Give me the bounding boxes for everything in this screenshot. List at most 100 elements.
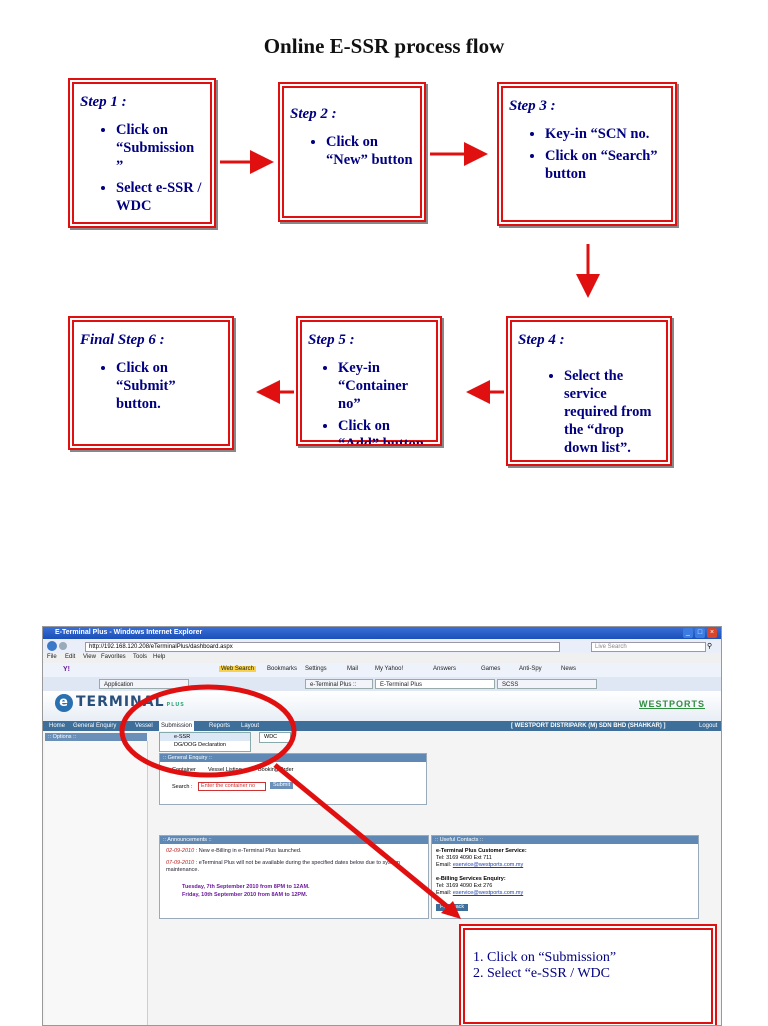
announcements-panel: :: Announcements :: 02-09-2010 : New e-B… <box>159 835 429 919</box>
address-bar: http://192.168.120.208/eTerminalPlus/das… <box>43 639 721 653</box>
main-nav: Home General Enquiry Vessel Submission R… <box>43 721 721 731</box>
step-4-label: Step 4 : <box>518 332 565 348</box>
nav-general-enquiry[interactable]: General Enquiry <box>73 723 117 729</box>
step-5-label: Step 5 : <box>308 332 355 348</box>
menu-view[interactable]: View <box>83 654 96 660</box>
submenu-essr[interactable]: e-SSR <box>160 733 250 741</box>
page-title: Online E-SSR process flow <box>263 34 505 58</box>
enq-tab-booking-order[interactable]: Booking Order <box>258 767 294 773</box>
announcement-1-date: 02-09-2010 <box>166 848 195 854</box>
nav-submission[interactable]: Submission <box>159 721 195 731</box>
minimize-icon[interactable]: _ <box>683 628 693 638</box>
contact-2-email-label: Email: <box>436 890 452 896</box>
maximize-icon[interactable]: □ <box>695 628 705 638</box>
wdc-flyout[interactable]: WDC <box>259 732 291 743</box>
highlight-ellipse <box>119 684 297 778</box>
step-3-label: Step 3 : <box>509 98 556 114</box>
menu-edit[interactable]: Edit <box>65 654 76 660</box>
close-icon[interactable]: × <box>707 628 717 638</box>
step-1-label: Step 1 : <box>80 94 127 110</box>
toolbar-settings[interactable]: Settings <box>305 666 327 672</box>
nav-reports[interactable]: Reports <box>209 723 231 729</box>
contact-2-email: Email: eservice@westports.com.my <box>436 890 523 897</box>
toolbar-myyahoo[interactable]: My Yahoo! <box>375 666 404 672</box>
maintenance-item-2: Friday, 10th September 2010 from 8AM to … <box>182 892 308 898</box>
nav-layout[interactable]: Layout <box>241 723 260 729</box>
search-label: Search : <box>172 784 193 790</box>
westports-logo: WESTPORTS <box>638 699 705 709</box>
toolbar-bookmarks[interactable]: Bookmarks <box>267 666 298 672</box>
note-line-1: 1. Click on “Submission” <box>473 950 617 965</box>
web-search-button[interactable]: Web Search <box>219 666 256 672</box>
step-5-bullet-2: Click on “Add” button <box>338 417 430 444</box>
toolbar-mail[interactable]: Mail <box>347 666 359 672</box>
contact-1-email-link[interactable]: eservice@westports.com.my <box>452 862 524 868</box>
container-input[interactable]: Enter the container no <box>198 782 266 791</box>
company-name: [ WESTPORT DISTRIPARK (M) SDN BHD (SHAHK… <box>511 723 666 729</box>
menu-bar: File Edit View Favorites Tools Help <box>43 653 721 663</box>
forward-icon[interactable] <box>59 642 67 650</box>
enq-tab-container[interactable]: Container <box>172 767 196 773</box>
submenu-dgoog[interactable]: DG/OOG Declaration <box>174 742 226 748</box>
step-1-bullet-2: Select e-SSR / WDC <box>116 179 204 215</box>
toolbar: Y! Web Search Bookmarks Settings Mail My… <box>43 663 721 677</box>
announcement-1: 02-09-2010 : New e-Billing in e-Terminal… <box>166 848 416 855</box>
annotation-overlay <box>119 684 461 919</box>
search-icon[interactable]: ⚲ <box>707 643 713 650</box>
pointer-arrow-line <box>273 763 457 915</box>
contact-1-head: e-Terminal Plus Customer Service: <box>436 848 527 854</box>
toolbar-antispy[interactable]: Anti-Spy <box>519 666 542 672</box>
contact-2-email-link[interactable]: eservice@westports.com.my <box>452 890 524 896</box>
left-column <box>45 741 148 1025</box>
tab-eterminal-2[interactable]: E-Terminal Plus <box>375 679 495 689</box>
contact-2-head: e-Billing Services Enquiry: <box>436 876 506 882</box>
announcement-2-text: : eTerminal Plus will not be available d… <box>166 860 400 873</box>
url-field[interactable]: http://192.168.120.208/eTerminalPlus/das… <box>85 642 560 652</box>
step-6-bullet-1: Click on “Submit” button. <box>116 359 222 413</box>
tab-application[interactable]: Application <box>99 679 189 689</box>
contact-1-tel: Tel: 3169 4090 Ext 711 <box>436 855 492 861</box>
back-icon[interactable] <box>47 641 57 651</box>
step-3-bullet-1: Key-in “SCN no. <box>545 125 665 143</box>
logo-text: TERMINAL <box>76 694 165 710</box>
step-4-box: Step 4 : Select the service required fro… <box>506 316 672 466</box>
step-1-box: Step 1 : Click on “Submission ”Select e-… <box>68 78 216 228</box>
window-title: E-Terminal Plus - Windows Internet Explo… <box>43 627 721 639</box>
toolbar-games[interactable]: Games <box>481 666 501 672</box>
flow-arrows <box>220 142 600 404</box>
instruction-note: 1. Click on “Submission” 2. Select “e-SS… <box>459 924 717 1025</box>
menu-help[interactable]: Help <box>153 654 166 660</box>
submission-dropdown: e-SSR DG/OOG Declaration <box>159 732 251 752</box>
step-4-bullet-1: Select the service required from the “dr… <box>564 367 660 457</box>
step-3-box: Step 3 : Key-in “SCN no. Click on “Search… <box>497 82 677 226</box>
menu-file[interactable]: File <box>47 654 57 660</box>
logout-link[interactable]: Logout <box>699 723 718 729</box>
options-panel[interactable]: :: Options :: <box>45 733 147 741</box>
toolbar-answers[interactable]: Answers <box>433 666 457 672</box>
general-enquiry-panel: :: General Enquiry :: Container Vessel L… <box>159 753 427 805</box>
step-5-bullet-1: Key-in “Container no” <box>338 359 430 413</box>
step-3-bullet-2: Click on “Search” button <box>545 147 665 183</box>
nav-home[interactable]: Home <box>49 723 66 729</box>
announcements-header: :: Announcements :: <box>160 836 428 844</box>
announcement-1-text: : New e-Billing in e-Terminal Plus launc… <box>195 848 302 854</box>
pointer-arrow-head <box>441 901 461 919</box>
menu-tools[interactable]: Tools <box>133 654 148 660</box>
logo-e-icon: e <box>55 694 73 712</box>
yahoo-icon[interactable]: Y! <box>63 666 70 673</box>
toolbar-news[interactable]: News <box>561 666 577 672</box>
logo-sub: PLUS <box>166 702 185 708</box>
tab-eterminal-1[interactable]: e-Terminal Plus :: <box>305 679 373 689</box>
step-6-label: Final Step 6 : <box>80 332 165 348</box>
enq-tab-vessel-listing[interactable]: Vessel Listing <box>208 767 242 773</box>
contact-1-email-label: Email: <box>436 862 452 868</box>
announcement-2: 07-09-2010 : eTerminal Plus will not be … <box>166 860 416 874</box>
search-field[interactable]: Live Search <box>591 642 706 652</box>
nav-vessel[interactable]: Vessel <box>135 723 153 729</box>
step-2-label: Step 2 : <box>290 106 337 122</box>
tab-scss[interactable]: SCSS <box>497 679 597 689</box>
menu-favorites[interactable]: Favorites <box>101 654 126 660</box>
note-line-2: 2. Select “e-SSR / WDC <box>473 966 611 981</box>
submit-button[interactable]: Submit <box>270 782 294 789</box>
contact-2-tel: Tel: 3169 4090 Ext 276 <box>436 883 493 889</box>
